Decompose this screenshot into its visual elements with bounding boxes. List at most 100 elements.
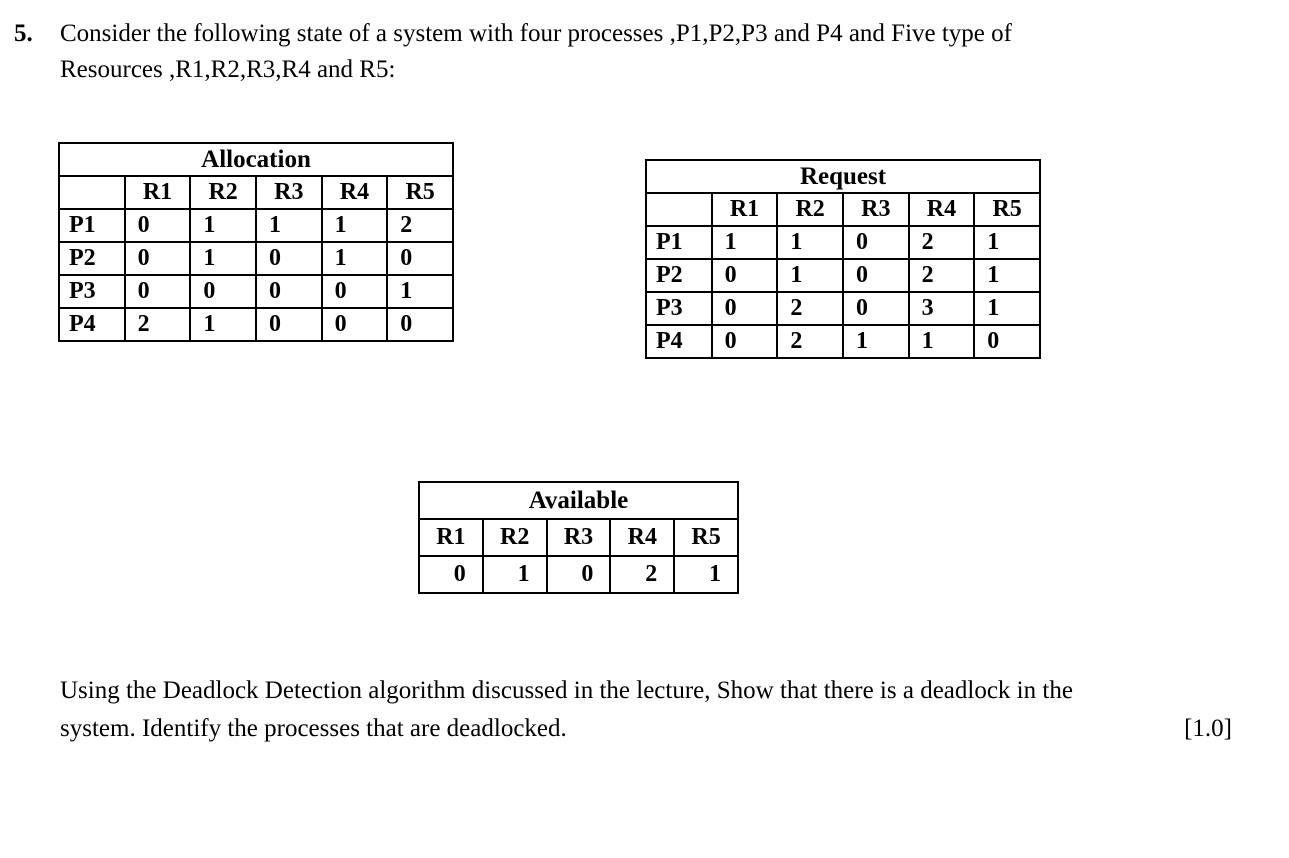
value-cell: 0: [254, 241, 323, 276]
value-cell: 0: [320, 307, 389, 342]
value-cell: 1: [973, 291, 1041, 326]
value-cell: 0: [386, 241, 454, 276]
value-cell: 2: [123, 307, 192, 342]
column-header: R4: [907, 192, 976, 227]
value-cell: 1: [907, 324, 976, 359]
value-cell: 2: [776, 291, 844, 326]
value-cell: 0: [841, 225, 910, 260]
corner-cell: [645, 192, 713, 227]
footer-block: Using the Deadlock Detection algorithm d…: [60, 672, 1275, 748]
value-cell: 0: [320, 274, 389, 309]
row-header: P4: [58, 307, 126, 342]
row-header: P2: [645, 258, 713, 293]
value-cell: 2: [609, 555, 676, 594]
question-number: 5.: [14, 20, 33, 47]
value-cell: 0: [123, 208, 192, 243]
value-cell: 0: [841, 291, 910, 326]
value-cell: 1: [254, 208, 323, 243]
value-cell: 0: [710, 258, 779, 293]
value-cell: 1: [776, 225, 844, 260]
column-header: R5: [673, 518, 739, 557]
value-cell: 0: [189, 274, 257, 309]
value-cell: 1: [320, 241, 389, 276]
column-header: R4: [320, 175, 389, 210]
value-cell: 0: [123, 241, 192, 276]
row-header: P3: [58, 274, 126, 309]
value-cell: 2: [907, 225, 976, 260]
value-cell: 2: [907, 258, 976, 293]
value-cell: 1: [189, 307, 257, 342]
column-header: R2: [189, 175, 257, 210]
column-header: R5: [973, 192, 1041, 227]
column-header: R3: [841, 192, 910, 227]
question-text-line2: Resources ,R1,R2,R3,R4 and R5:: [60, 56, 396, 83]
column-header: R5: [386, 175, 454, 210]
row-header: P1: [645, 225, 713, 260]
question-block: 5. Consider the following state of a sys…: [14, 16, 1012, 88]
row-header: P2: [58, 241, 126, 276]
table-title: Available: [418, 481, 739, 520]
table-title-row: Allocation: [58, 142, 454, 177]
value-cell: 1: [481, 555, 548, 594]
value-cell: 1: [673, 555, 739, 594]
column-header: R2: [481, 518, 548, 557]
value-cell: 2: [386, 208, 454, 243]
footer-line2-row: system. Identify the processes that are …: [60, 710, 1232, 748]
value-cell: 2: [776, 324, 844, 359]
footer-text-line1: Using the Deadlock Detection algorithm d…: [60, 677, 1073, 704]
corner-cell: [58, 175, 126, 210]
marks-label: [1.0]: [1184, 715, 1232, 742]
value-cell: 1: [973, 258, 1041, 293]
column-header: R1: [123, 175, 192, 210]
value-cell: 0: [123, 274, 192, 309]
value-cell: 1: [189, 208, 257, 243]
value-cell: 0: [710, 324, 779, 359]
value-cell: 1: [973, 225, 1041, 260]
value-cell: 1: [776, 258, 844, 293]
column-header: R3: [545, 518, 612, 557]
column-header: R1: [710, 192, 779, 227]
value-cell: 0: [973, 324, 1041, 359]
footer-text-line2: system. Identify the processes that are …: [60, 715, 567, 742]
value-cell: 1: [320, 208, 389, 243]
value-cell: 0: [254, 307, 323, 342]
value-cell: 3: [907, 291, 976, 326]
value-cell: 0: [418, 555, 484, 594]
row-header: P3: [645, 291, 713, 326]
row-header: P4: [645, 324, 713, 359]
value-cell: 0: [545, 555, 612, 594]
table-title: Allocation: [58, 142, 454, 177]
table-title-row: Request: [645, 159, 1041, 194]
column-header: R2: [776, 192, 844, 227]
value-cell: 1: [710, 225, 779, 260]
value-cell: 1: [841, 324, 910, 359]
row-header: P1: [58, 208, 126, 243]
column-header: R3: [254, 175, 323, 210]
question-text: Consider the following state of a system…: [60, 16, 1012, 88]
value-cell: 0: [710, 291, 779, 326]
value-cell: 1: [189, 241, 257, 276]
value-cell: 0: [841, 258, 910, 293]
column-header: R4: [609, 518, 676, 557]
table-title: Request: [645, 159, 1041, 194]
table-title-row: Available: [418, 481, 739, 520]
value-cell: 0: [386, 307, 454, 342]
column-header: R1: [418, 518, 484, 557]
value-cell: 1: [386, 274, 454, 309]
